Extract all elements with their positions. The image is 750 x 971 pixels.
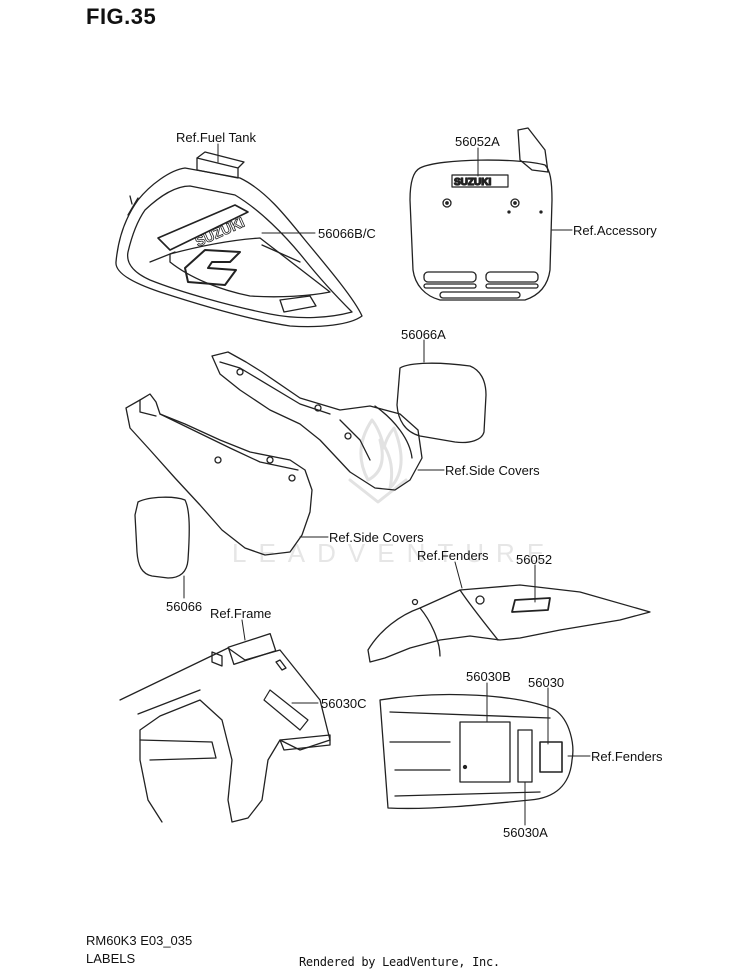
fuel-tank-drawing [115, 151, 363, 328]
front-number-plate-drawing [409, 127, 553, 301]
left-side-cover-drawing [125, 393, 313, 556]
label-56030[interactable]: 56030 [528, 675, 565, 690]
label-ref-frame[interactable]: Ref.Frame [210, 606, 272, 621]
leader-lines [183, 143, 591, 826]
figure-name: LABELS [86, 951, 136, 966]
label-56052a[interactable]: 56052A [455, 134, 500, 149]
label-56030c[interactable]: 56030C [321, 696, 367, 711]
label-ref-fuel-tank[interactable]: Ref.Fuel Tank [176, 130, 256, 145]
label-ref-side-covers-2[interactable]: Ref.Side Covers [329, 530, 424, 545]
rear-fender-top-drawing [379, 693, 574, 810]
decal-56066a-shape [396, 362, 487, 444]
label-ref-fenders-1[interactable]: Ref.Fenders [417, 548, 489, 563]
decal-56066-shape [134, 496, 190, 579]
label-56030b[interactable]: 56030B [466, 669, 511, 684]
label-ref-side-covers-1[interactable]: Ref.Side Covers [445, 463, 540, 478]
figure-title: FIG.35 [86, 4, 157, 29]
label-56052[interactable]: 56052 [516, 552, 553, 567]
label-ref-fenders-2[interactable]: Ref.Fenders [591, 749, 663, 764]
watermark-logo [348, 418, 408, 504]
label-56030a[interactable]: 56030A [503, 825, 548, 840]
label-ref-accessory[interactable]: Ref.Accessory [573, 223, 657, 238]
plate-decal-text: SUZUKI [454, 177, 491, 188]
rear-fender-side-drawing [367, 584, 651, 663]
figure-code: RM60K3 E03_035 [86, 933, 193, 948]
frame-drawing [119, 632, 331, 823]
label-56066[interactable]: 56066 [166, 599, 203, 614]
rendered-by-credit: Rendered by LeadVenture, Inc. [299, 955, 500, 969]
label-56066a[interactable]: 56066A [401, 327, 446, 342]
label-56066bc[interactable]: 56066B/C [318, 226, 376, 241]
right-side-cover-drawing [211, 351, 423, 491]
